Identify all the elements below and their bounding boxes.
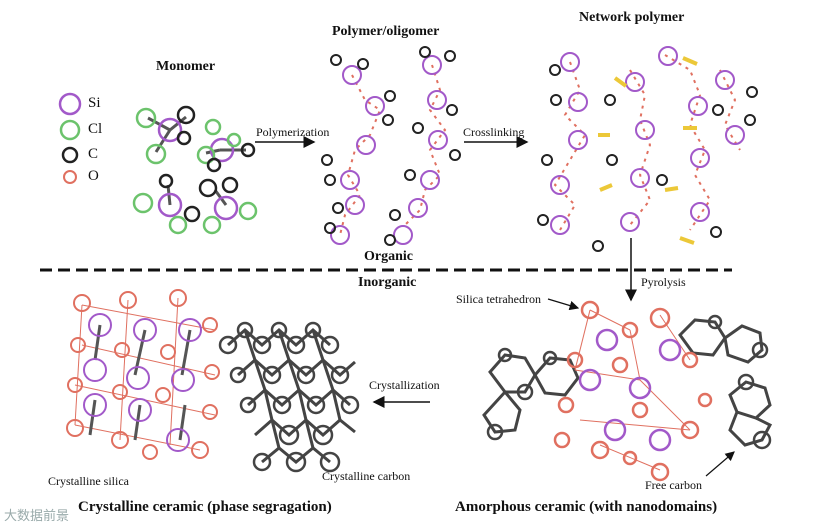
crystalline-carbon-label: Crystalline carbon bbox=[322, 469, 411, 483]
legend-c-icon bbox=[61, 146, 79, 164]
silica-tetrahedron-label: Silica tetrahedron bbox=[456, 292, 541, 306]
crystalline-ceramic-title: Crystalline ceramic (phase segragation) bbox=[78, 499, 332, 515]
monomer-group bbox=[132, 105, 258, 235]
amorphous-ceramic bbox=[482, 300, 773, 482]
crystalline-carbon bbox=[218, 321, 360, 473]
free-carbon-label: Free carbon bbox=[645, 478, 702, 492]
polymer-title: Polymer/oligomer bbox=[332, 24, 440, 39]
amorphous-ceramic-title: Amorphous ceramic (with nanodomains) bbox=[455, 499, 718, 515]
polymer-chains bbox=[321, 46, 461, 246]
silica-tetrahedron-pointer bbox=[547, 298, 580, 311]
crystalline-silica-label: Crystalline silica bbox=[48, 474, 129, 488]
pyrolysis-label: Pyrolysis bbox=[641, 275, 686, 289]
legend-c-label: C bbox=[88, 146, 99, 162]
legend-cl-icon bbox=[59, 119, 81, 141]
legend-o-label: O bbox=[88, 168, 99, 184]
network-title: Network polymer bbox=[579, 10, 685, 25]
legend bbox=[58, 92, 82, 184]
monomer-title: Monomer bbox=[156, 59, 216, 74]
legend-si-label: Si bbox=[88, 95, 101, 111]
polymerization-label: Polymerization bbox=[256, 125, 330, 139]
legend-cl-label: Cl bbox=[88, 121, 103, 137]
free-carbon-pointer bbox=[705, 451, 735, 477]
legend-si-icon bbox=[58, 92, 82, 116]
organic-label: Organic bbox=[364, 249, 413, 264]
watermark: 大数据前景 bbox=[4, 509, 70, 524]
inorganic-label: Inorganic bbox=[358, 275, 417, 290]
network-polymer bbox=[537, 46, 758, 252]
crystalline-silica bbox=[66, 289, 220, 460]
crystallization-label: Crystallization bbox=[369, 378, 440, 392]
legend-o-icon bbox=[63, 170, 77, 184]
crosslinking-label: Crosslinking bbox=[463, 125, 525, 139]
